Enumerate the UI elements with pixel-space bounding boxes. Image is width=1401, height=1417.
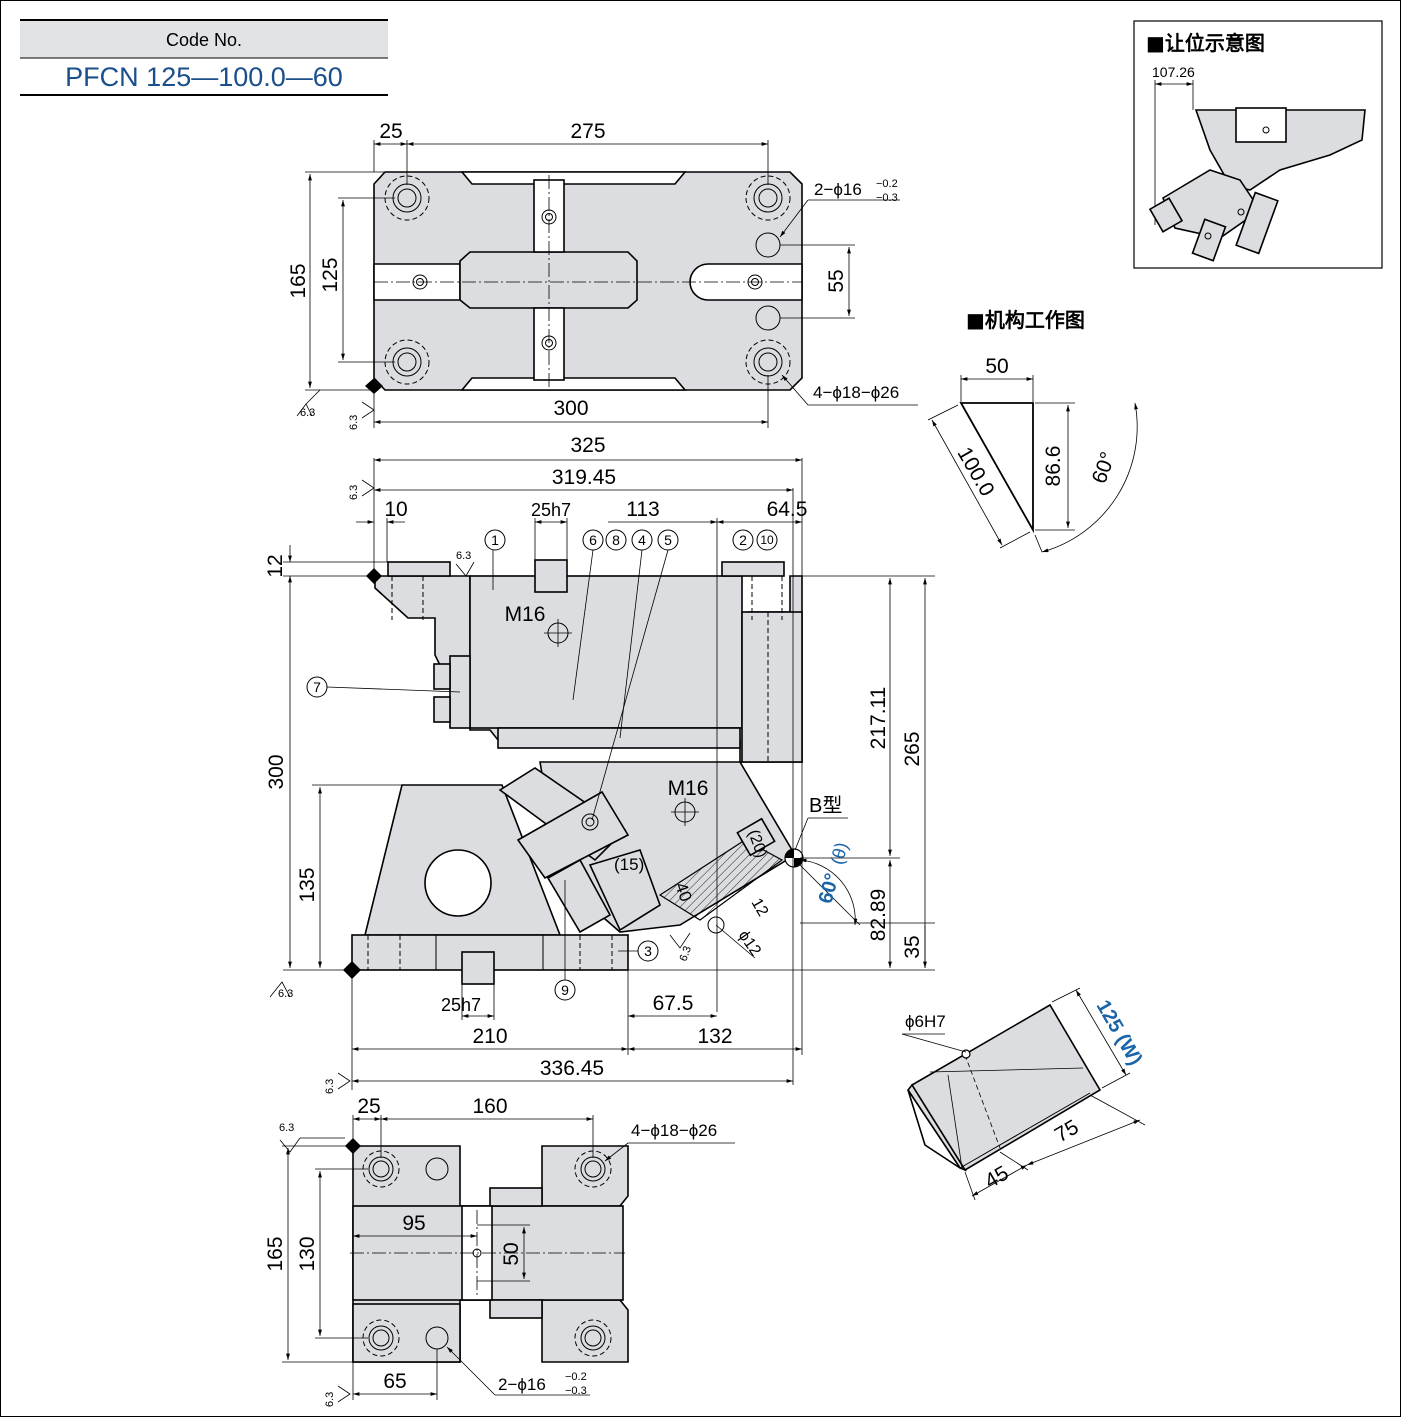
clearance-title: ■让位示意图 [1146, 31, 1265, 55]
code-label: Code No. [166, 30, 242, 50]
b-type-label: B型 [809, 794, 842, 817]
bot-d50: 50 [500, 1242, 523, 1265]
bot-d95: 95 [402, 1212, 425, 1235]
bot-rough-2: 6.3 [324, 1392, 336, 1407]
front-d300: 300 [265, 754, 288, 789]
m16-lower: M16 [668, 777, 709, 800]
balloon-3-text: 3 [644, 943, 652, 959]
front-d15: (15) [614, 855, 644, 874]
top-hole-b: 4−ϕ18−ϕ26 [813, 383, 899, 402]
top-d25: 25 [379, 120, 402, 143]
bot-d165: 165 [264, 1236, 287, 1271]
bot-d65: 65 [383, 1370, 406, 1393]
balloon-7-text: 7 [313, 679, 321, 695]
part-balloon-3: 3 [618, 940, 659, 962]
front-d265: 265 [901, 731, 924, 766]
bot-d160: 160 [472, 1095, 507, 1118]
top-d300: 300 [553, 397, 588, 420]
code-number: PFCN 125—100.0—60 [65, 62, 343, 92]
front-rough-5: 6.3 [678, 945, 695, 963]
bot-d130: 130 [296, 1236, 319, 1271]
front-d675: 67.5 [653, 992, 694, 1015]
part-balloon-9: 9 [554, 880, 576, 1001]
balloon-4-text: 4 [638, 532, 646, 548]
front-d25h7-b: 25h7 [441, 995, 481, 1015]
front-view: M16 M16 325 319.45 [264, 434, 935, 1094]
front-d31945: 319.45 [552, 466, 616, 489]
bot-hole-b: 2−ϕ16 [498, 1375, 546, 1394]
front-phi12: ϕ12 [735, 928, 764, 960]
top-d275: 275 [570, 120, 605, 143]
bot-hole-b-tol-dn: −0.3 [565, 1385, 587, 1397]
top-view: 25 275 165 125 55 300 2−ϕ16 −0.2 −0.3 4−… [287, 120, 918, 430]
clearance-inset: ■让位示意图 107.26 [1133, 20, 1383, 269]
front-d33645: 336.45 [540, 1057, 604, 1080]
front-rough-1: 6.3 [348, 485, 360, 500]
front-d8289: 82.89 [867, 889, 890, 942]
top-hole-a: 2−ϕ16 [814, 180, 862, 199]
front-d25h7: 25h7 [531, 500, 571, 520]
top-rough-2: 6.3 [348, 415, 360, 430]
front-d113: 113 [626, 498, 659, 521]
bot-d25: 25 [357, 1095, 380, 1118]
balloon-10-text: 10 [760, 533, 774, 547]
m16-upper: M16 [505, 603, 546, 626]
iso-pin: ϕ6H7 [905, 1012, 946, 1031]
mech-angle: 60° [1088, 449, 1120, 487]
top-d125: 125 [319, 257, 342, 292]
top-hole-a-tol-up: −0.2 [876, 178, 898, 190]
front-rough-2: 6.3 [456, 550, 471, 562]
mech-height: 86.6 [1042, 446, 1065, 487]
front-angle-60: 60° [815, 871, 844, 906]
part-balloons-6-8-4-5: 6 8 4 5 [572, 529, 679, 821]
front-d325: 325 [570, 434, 605, 457]
front-rough-4: 6.3 [324, 1079, 336, 1094]
front-d132: 132 [697, 1025, 732, 1048]
balloon-2-text: 2 [739, 532, 747, 548]
bot-hole-b-tol-up: −0.2 [565, 1371, 587, 1383]
front-rough-3: 6.3 [278, 988, 293, 1000]
top-d55: 55 [825, 269, 848, 292]
front-d210: 210 [472, 1025, 507, 1048]
bot-hole-a: 4−ϕ18−ϕ26 [631, 1121, 717, 1140]
front-d12: 12 [264, 554, 287, 577]
balloon-1-text: 1 [491, 532, 499, 548]
mech-width: 50 [985, 355, 1008, 378]
front-d10: 10 [384, 498, 407, 521]
front-theta: (θ) [827, 840, 852, 866]
front-d12b: 12 [748, 896, 772, 920]
part-balloon-1: 1 [484, 529, 506, 590]
part-balloon-7: 7 [306, 676, 461, 698]
balloon-8-text: 8 [612, 532, 620, 548]
front-d35: 35 [901, 935, 924, 958]
iso-d75: 75 [1051, 1116, 1083, 1148]
code-box: Code No. PFCN 125—100.0—60 [20, 19, 388, 96]
balloon-5-text: 5 [664, 532, 672, 548]
part-balloons-2-10: 2 10 [732, 529, 778, 551]
top-d165: 165 [287, 263, 310, 298]
mechanism-inset: ■机构工作图 50 86.6 100.0 60° [927, 308, 1139, 553]
bottom-view: 25 160 4−ϕ18−ϕ26 165 130 95 50 65 2−ϕ16 … [264, 1095, 735, 1407]
front-d645: 64.5 [767, 498, 808, 521]
front-d21711: 217.11 [867, 687, 890, 750]
balloon-6-text: 6 [589, 532, 597, 548]
balloon-9-text: 9 [561, 982, 569, 998]
front-d135: 135 [296, 867, 319, 902]
bot-rough-1: 6.3 [279, 1122, 294, 1134]
clearance-dim: 107.26 [1152, 64, 1195, 80]
mechanism-title: ■机构工作图 [966, 308, 1085, 332]
top-hole-a-tol-dn: −0.3 [876, 192, 898, 204]
iso-view: ϕ6H7 125 (W) 45 75 [901, 987, 1147, 1201]
top-rough-1: 6.3 [300, 407, 315, 419]
iso-width: 125 (W) [1092, 997, 1147, 1070]
